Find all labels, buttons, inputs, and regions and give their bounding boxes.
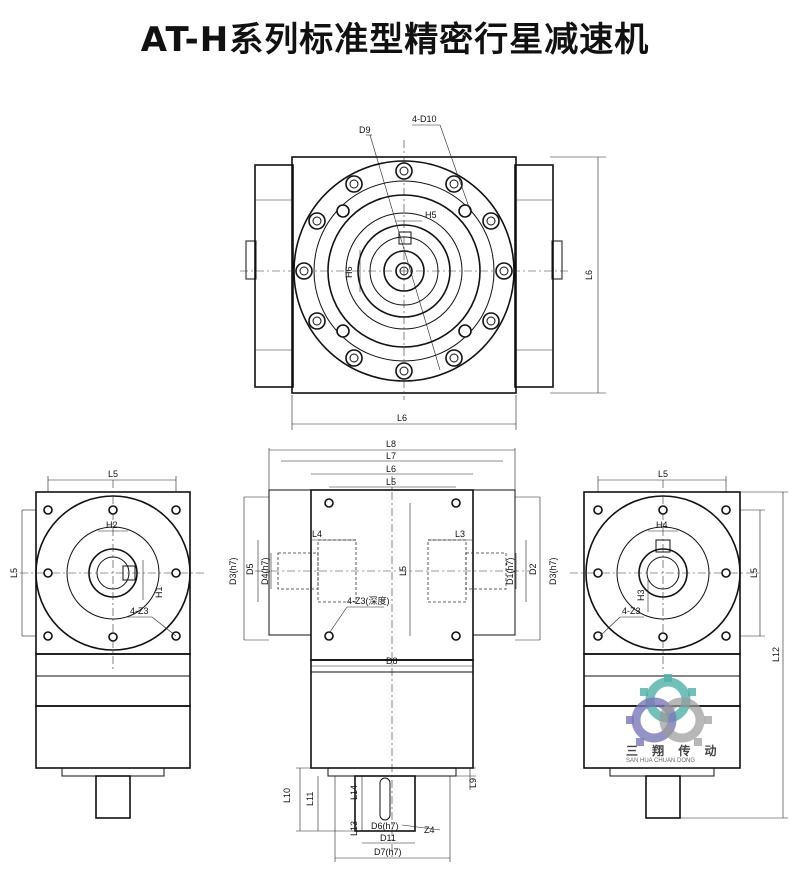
front-right-flange xyxy=(472,489,516,636)
top-right-flange xyxy=(514,164,554,388)
label-h5: H5 xyxy=(425,210,437,220)
left-side-view: L5 H2 L5 H1 4-Z3 xyxy=(9,469,205,819)
label-d5: D5 xyxy=(245,563,255,575)
label-l11: L11 xyxy=(305,792,315,806)
label-d1: D1(h7) xyxy=(505,557,515,585)
top-bolt-holes xyxy=(295,162,513,380)
label-l12: L12 xyxy=(771,647,781,662)
label-d9: D9 xyxy=(359,125,371,135)
label-l6-front: L6 xyxy=(386,464,396,474)
label-l5-right-v: L5 xyxy=(749,568,759,578)
label-l5-right-top: L5 xyxy=(658,469,668,479)
label-l8: L8 xyxy=(386,439,396,449)
label-h3: H3 xyxy=(636,589,646,601)
label-l5-left-top: L5 xyxy=(108,469,118,479)
label-h1: H1 xyxy=(154,586,164,598)
top-right-boss xyxy=(551,240,563,280)
label-l4: L4 xyxy=(312,529,322,539)
page-title: AT-H系列标准型精密行星减速机 xyxy=(140,20,650,60)
label-l10: L10 xyxy=(282,788,292,803)
front-left-flange xyxy=(268,489,312,636)
logo-name-en: SAN HUA CHUAN DONG xyxy=(626,758,696,764)
label-l5-left-v: L5 xyxy=(9,568,19,578)
gear-logo-icon xyxy=(626,674,712,746)
label-l5-front: L5 xyxy=(386,477,396,487)
label-d7: D7(h7) xyxy=(374,847,402,857)
label-l6-bottom: L6 xyxy=(397,413,407,423)
label-h6: H6 xyxy=(344,266,354,278)
label-d8: D8 xyxy=(386,656,398,666)
label-z4: Z4 xyxy=(424,825,435,835)
label-d3-right: D3(h7) xyxy=(548,557,558,585)
label-d10: 4-D10 xyxy=(412,114,437,124)
label-l3: L3 xyxy=(455,529,465,539)
label-z3-front: 4-Z3(深度) xyxy=(347,595,390,606)
label-d4: D4(h7) xyxy=(260,557,270,585)
label-z3-left: 4-Z3 xyxy=(130,606,149,616)
label-z3-right: 4-Z3 xyxy=(622,606,641,616)
label-l6-right: L6 xyxy=(584,270,594,280)
label-d2: D2 xyxy=(528,563,538,575)
label-h2: H2 xyxy=(106,520,118,530)
label-d6: D6(h7) xyxy=(371,821,399,831)
top-left-boss xyxy=(245,240,257,280)
label-l9: L9 xyxy=(468,778,478,788)
right-side-view: L5 H4 H3 L5 4-Z3 L12 xyxy=(570,469,788,819)
front-view: L8 L7 L6 L5 L4 L3 D3(h7) D5 D4(h7) L5 D1… xyxy=(228,439,558,862)
top-view: D9 4-D10 H5 H6 L6 L6 xyxy=(240,114,606,430)
top-left-flange xyxy=(254,164,294,388)
label-d3-left: D3(h7) xyxy=(228,557,238,585)
key-slot xyxy=(398,231,412,245)
logo-name-cn: 三 翔 传 动 xyxy=(626,744,722,758)
label-l14: L14 xyxy=(349,785,359,800)
label-d11: D11 xyxy=(380,833,396,843)
label-l7: L7 xyxy=(386,451,396,461)
label-l5-front-v: L5 xyxy=(398,566,408,576)
label-h4: H4 xyxy=(656,520,668,530)
label-l13: L13 xyxy=(349,821,359,836)
